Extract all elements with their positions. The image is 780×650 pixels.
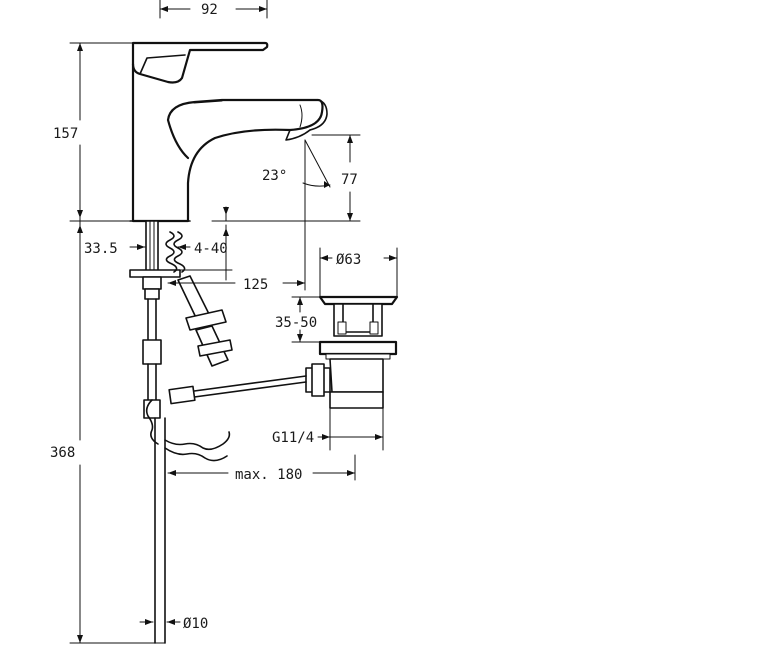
waste-diameter-dimension xyxy=(319,247,398,297)
spout-angle-dimension xyxy=(302,139,331,291)
waste-thread-dimension xyxy=(317,407,384,451)
total-height-label: 368 xyxy=(50,445,75,461)
waste-fitting xyxy=(168,295,399,409)
spout-angle-label: 23° xyxy=(262,168,287,184)
reach-label: 92 xyxy=(201,2,218,18)
waste-thread-label: G11/4 xyxy=(272,430,314,446)
height-dimension-line xyxy=(69,42,166,644)
reach-dimension: 92 xyxy=(159,0,268,19)
spout-to-waste-dimension xyxy=(167,280,306,286)
faucet-body xyxy=(129,41,328,223)
rod-length-dimension xyxy=(167,454,356,481)
hole-diameter-label: 33.5 xyxy=(84,241,118,257)
tail-diameter-dimension xyxy=(139,619,181,625)
waste-range-dimension xyxy=(291,296,327,343)
height-top-label: 157 xyxy=(53,126,78,142)
deck-thickness-label: 4-40 xyxy=(194,241,228,257)
tail-diameter-label: Ø10 xyxy=(183,616,208,632)
spout-to-waste-label: 125 xyxy=(243,277,268,293)
waste-diameter-label: Ø63 xyxy=(336,252,361,268)
spout-height-dimension xyxy=(211,134,361,222)
shank-and-hoses xyxy=(129,220,233,644)
waste-range-label: 35-50 xyxy=(275,315,317,331)
spout-height-label: 77 xyxy=(341,172,358,188)
rod-length-label: max. 180 xyxy=(235,467,302,483)
